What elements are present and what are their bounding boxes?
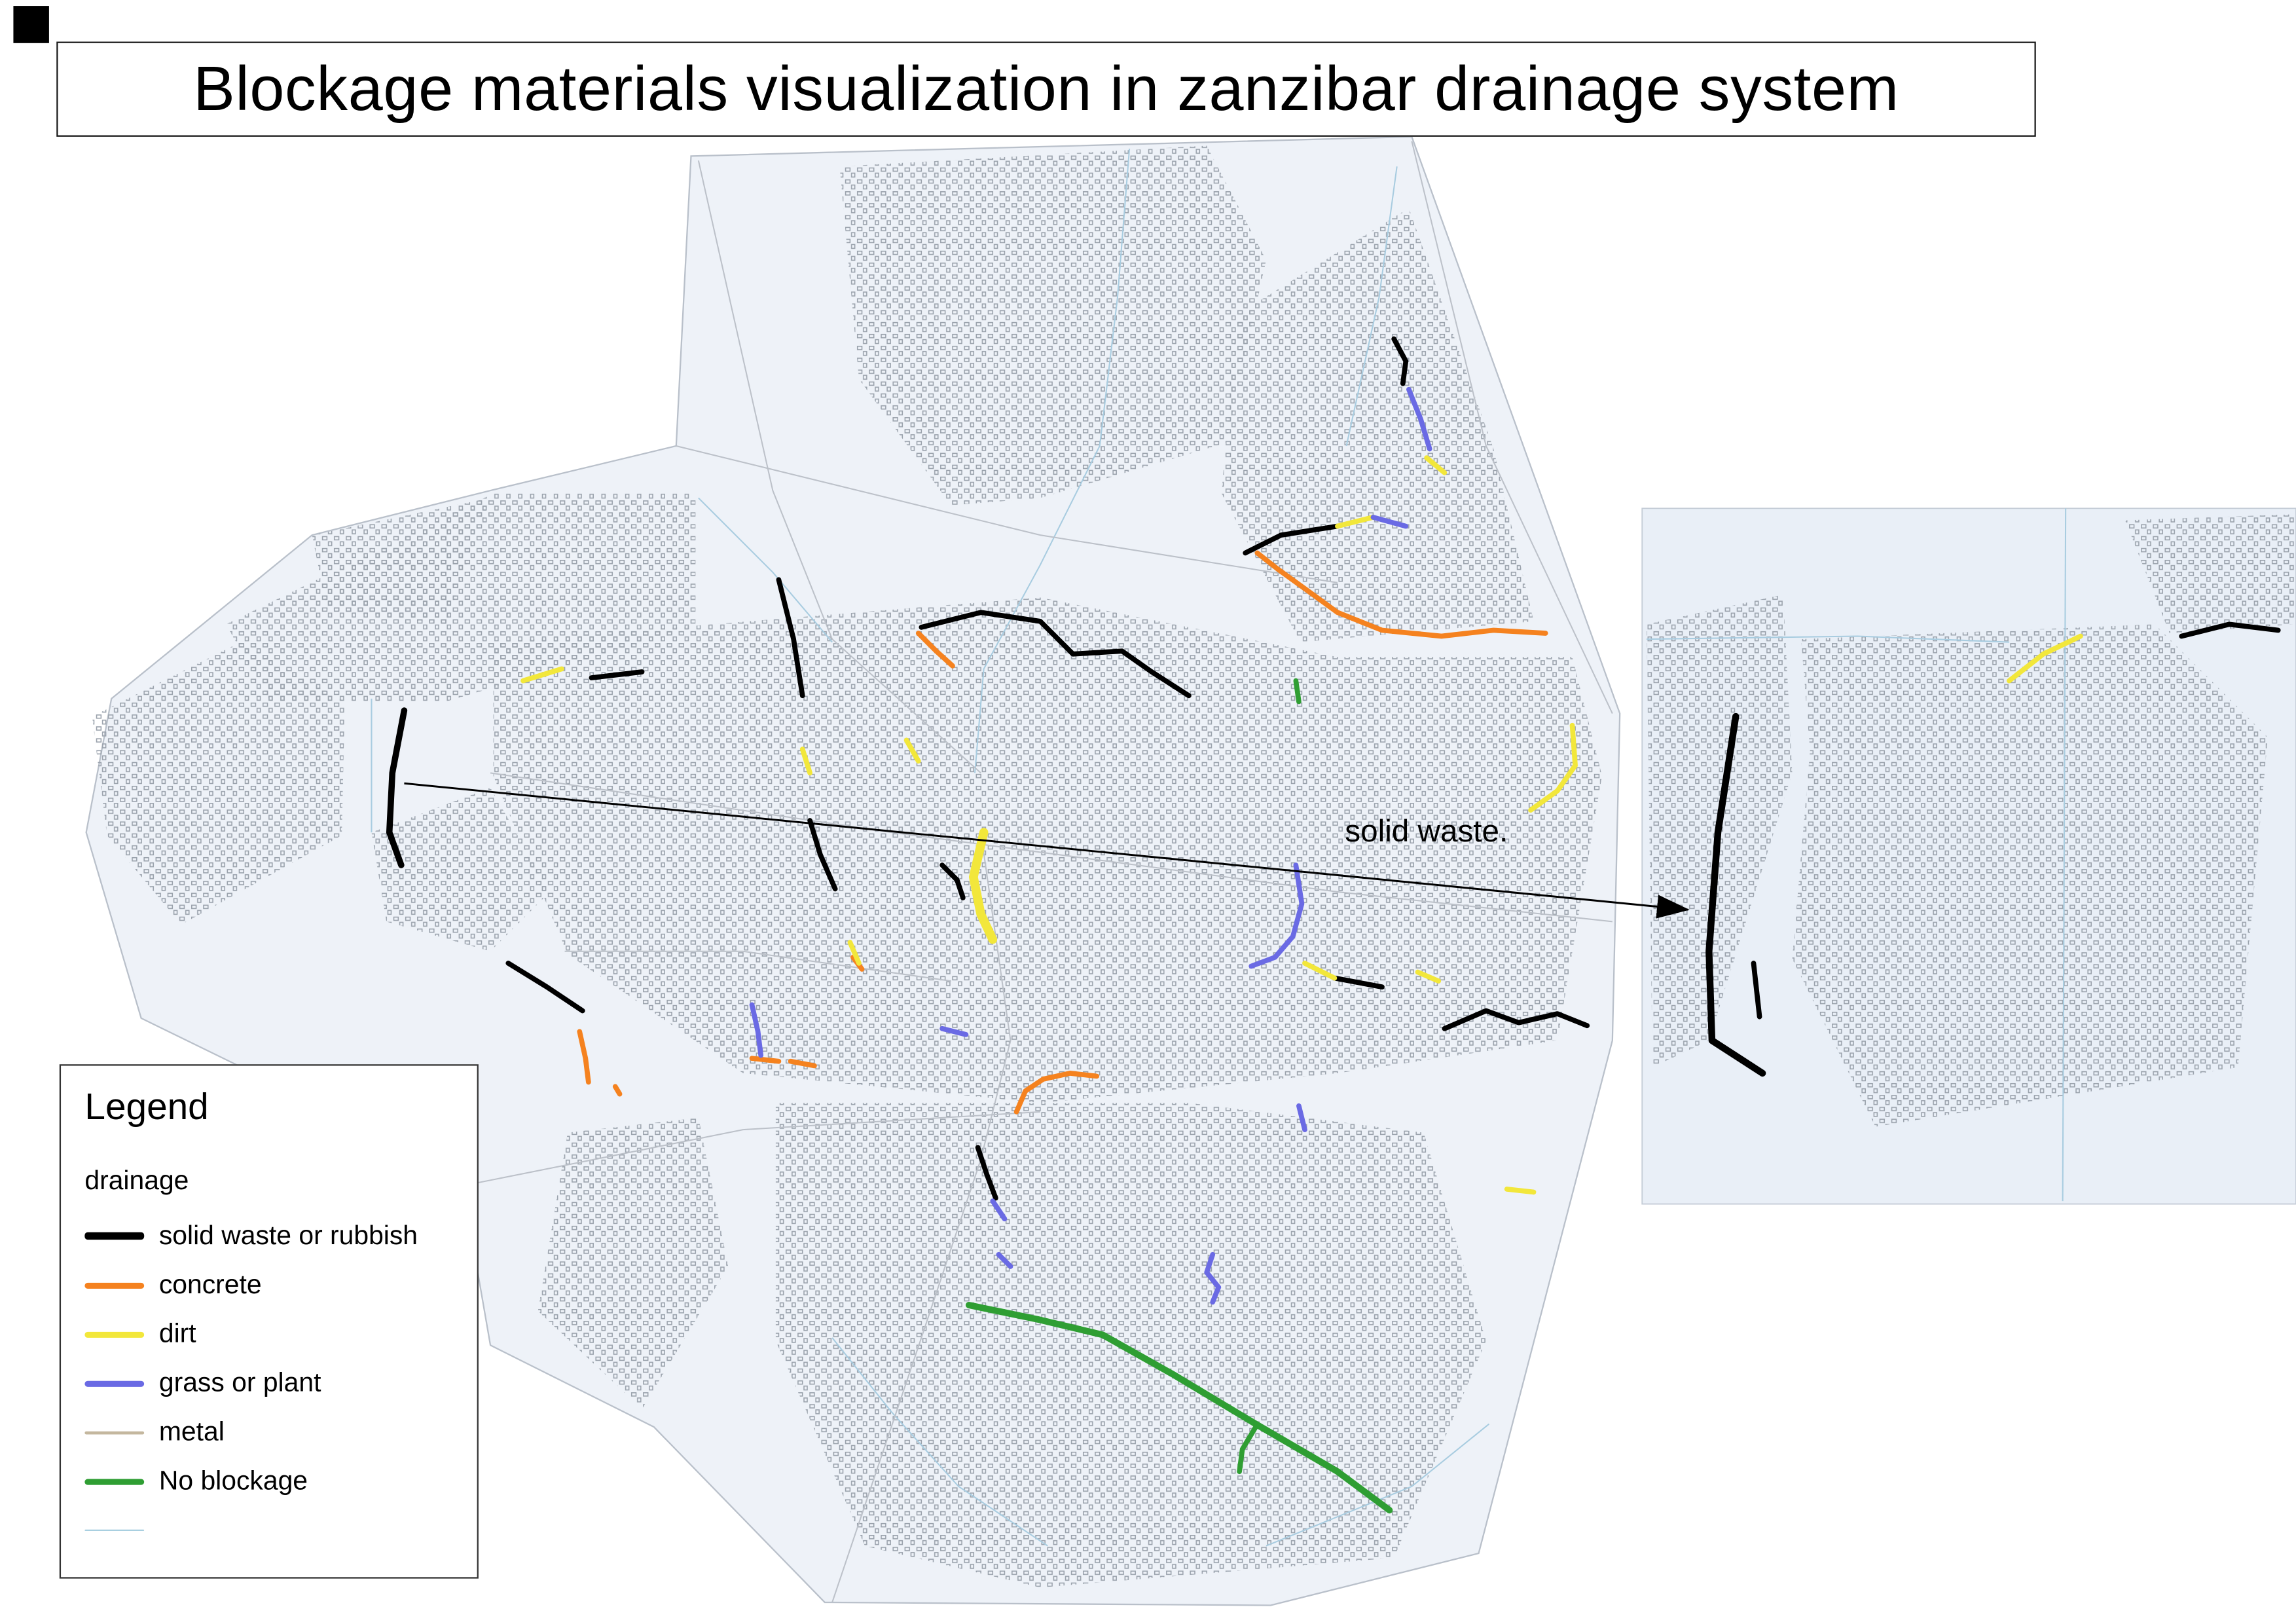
legend-item: solid waste or rubbish — [79, 1211, 459, 1261]
solid-waste-annotation: solid waste. — [1345, 814, 1508, 849]
legend-item: grass or plant — [79, 1359, 459, 1408]
drainage-segment-dirt — [799, 747, 812, 776]
drainage-segment-grass — [1370, 515, 1409, 529]
legend-title: Legend — [84, 1086, 209, 1128]
drainage-segment-solid_waste — [1751, 961, 1762, 1020]
drainage-segment-dirt — [1415, 969, 1442, 984]
drainage-segment-dirt — [1424, 455, 1448, 475]
drainage-segment-none — [965, 1301, 1393, 1514]
corner-marker — [13, 6, 49, 43]
legend-swatch — [84, 1232, 145, 1240]
drainage-segment-concrete — [1013, 1071, 1100, 1115]
legend-swatch — [84, 1430, 145, 1434]
drainage-segment-solid_waste — [919, 610, 1192, 699]
drainage-segment-grass — [990, 1198, 1008, 1222]
drainage-segment-solid_waste — [776, 577, 805, 699]
drainage-segment-grass — [1406, 386, 1432, 452]
drainage-segment-solid_waste — [939, 862, 966, 900]
drainage-segment-dirt — [903, 737, 921, 764]
legend-label: concrete — [158, 1269, 262, 1299]
legend-item — [79, 1505, 459, 1555]
legend-label: dirt — [158, 1318, 196, 1348]
drainage-segment-grass — [749, 1002, 764, 1058]
drainage-segment-concrete — [749, 1056, 782, 1064]
drainage-segment-concrete — [1254, 550, 1548, 639]
drainage-segment-solid_waste — [589, 669, 645, 680]
drainage-segment-concrete — [915, 631, 955, 669]
drainage-segment-dirt — [2007, 633, 2083, 684]
drainage-segment-solid_waste — [505, 961, 585, 1014]
legend-item: concrete — [79, 1261, 459, 1310]
drainage-segment-grass — [939, 1025, 969, 1037]
drainage-segment-dirt — [1504, 1187, 1537, 1195]
legend-item: metal — [79, 1408, 459, 1457]
drainage-segment-dirt — [1302, 961, 1338, 981]
drainage-segment-grass — [996, 1251, 1013, 1269]
legend-label: No blockage — [158, 1466, 308, 1496]
title-box: Blockage materials visualization in zanz… — [56, 41, 2036, 137]
legend-swatch — [84, 1380, 145, 1386]
drainage-segment-dirt — [520, 666, 564, 684]
drainage-segment-none — [1293, 678, 1302, 705]
legend-item: No blockage — [79, 1457, 459, 1506]
drainage-segment-grass — [1204, 1251, 1222, 1305]
drainage-segment-dirt — [1528, 722, 1578, 813]
legend-group-label: drainage — [84, 1165, 189, 1195]
drainage-segment-solid_waste — [1705, 712, 1766, 1077]
drainage-segment-solid_waste — [1332, 975, 1385, 990]
legend-box: Legend drainage solid waste or rubbish co… — [59, 1064, 479, 1579]
drainage-segment-dirt — [1335, 515, 1376, 529]
solid-waste-callout-arrow — [404, 782, 1690, 919]
drainage-segment-dirt — [968, 828, 998, 944]
legend-label: grass or plant — [158, 1367, 321, 1397]
drainage-segment-concrete — [788, 1058, 817, 1069]
drainage-segment-grass — [1296, 1103, 1307, 1132]
drainage-segment-concrete — [612, 1084, 623, 1097]
drainage-segment-dirt — [847, 940, 862, 966]
legend-swatch — [84, 1282, 145, 1288]
drainage-network-lines — [371, 148, 2067, 1547]
legend-swatch — [84, 1331, 145, 1337]
legend-items: solid waste or rubbish concrete dirt grass … — [79, 1211, 459, 1555]
drainage-segment-solid_waste — [386, 707, 408, 868]
drainage-segment-solid_waste — [975, 1145, 998, 1201]
drainage-segment-none — [1237, 1424, 1258, 1475]
legend-swatch — [84, 1478, 145, 1485]
drainage-segment-concrete — [577, 1029, 591, 1085]
drainage-segment-solid_waste — [807, 818, 838, 892]
building-texture — [92, 145, 2295, 1588]
legend-label: solid waste or rubbish — [158, 1220, 418, 1250]
legend-label: metal — [158, 1416, 225, 1447]
drainage-segment-solid_waste — [1442, 1008, 1590, 1031]
drainage-segment-solid_waste — [1243, 523, 1340, 556]
legend-item: dirt — [79, 1310, 459, 1359]
legend-swatch — [84, 1529, 145, 1531]
drainage-segment-solid_waste — [1391, 336, 1409, 386]
page-title: Blockage materials visualization in zanz… — [193, 53, 1899, 124]
drainage-segment-grass — [1248, 862, 1305, 969]
blockage-segments-layer — [386, 336, 2281, 1514]
drainage-segment-solid_waste — [2179, 621, 2281, 639]
